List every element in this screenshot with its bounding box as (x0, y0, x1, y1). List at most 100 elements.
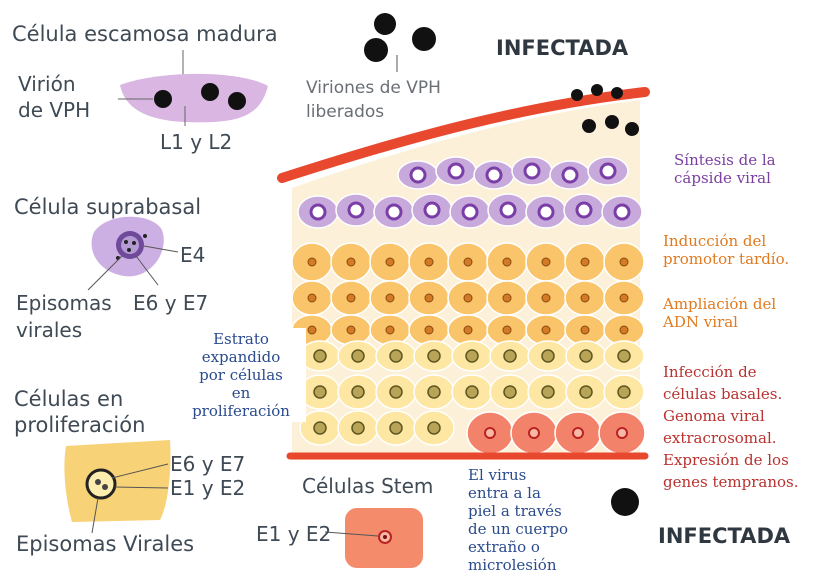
cell-nucleus (503, 258, 511, 266)
stage-line: extracrosomal. (663, 427, 798, 449)
cell-nucleus (387, 205, 401, 219)
cell-nucleus (352, 350, 364, 362)
cell-nucleus (501, 203, 515, 217)
cell-nucleus (581, 294, 589, 302)
cell-nucleus (581, 326, 589, 334)
cell-nucleus (347, 294, 355, 302)
stage-line: Infección de (663, 361, 798, 383)
callout-line: de un cuerpo (468, 520, 600, 538)
virion-label-line1: Virión (18, 72, 76, 96)
cell-nucleus (466, 386, 478, 398)
callout-line: El virus (468, 466, 600, 484)
virion-particle (374, 13, 396, 35)
proliferating-title-line1: Células en (14, 387, 123, 411)
cell-nucleus (504, 350, 516, 362)
expanded-stratum-callout: Estrato expandido por células en prolife… (176, 328, 306, 422)
stage-line: ADN viral (663, 313, 776, 331)
released-virions-line1: Viriones de VPH (306, 78, 441, 98)
stage-line: Genoma viral (663, 405, 798, 427)
callout-line: en (176, 384, 306, 402)
cell-nucleus (314, 386, 326, 398)
cell-nucleus (428, 350, 440, 362)
cell-nucleus (504, 386, 516, 398)
e6-e7-suprabasal-label: E6 y E7 (133, 291, 208, 315)
cell-nucleus (580, 386, 592, 398)
cell-nucleus (425, 326, 433, 334)
cell-nucleus (311, 205, 325, 219)
dna-amplification-label: Ampliación del ADN viral (663, 295, 776, 331)
cell-nucleus (618, 350, 630, 362)
callout-line: proliferación (176, 402, 306, 420)
virus-entry-callout: El virus entra a la piel a través de un … (464, 462, 604, 574)
cell-nucleus (349, 203, 363, 217)
suprabasal-title: Célula suprabasal (14, 195, 201, 219)
l1-l2-label: L1 y L2 (160, 130, 232, 154)
cell-nucleus (466, 350, 478, 362)
stage-line: Ampliación del (663, 295, 776, 313)
cell-nucleus (352, 422, 364, 434)
e4-label: E4 (180, 243, 205, 267)
epithelium-tissue (282, 92, 645, 460)
stem-cell-illustration (325, 508, 423, 568)
cell-nucleus (573, 428, 583, 438)
episomas-label-line2: virales (16, 318, 82, 342)
cell-nucleus (487, 168, 501, 182)
e6-e7-prolif-label: E6 y E7 (170, 452, 245, 476)
stage-line: células basales. (663, 383, 798, 405)
cell-nucleus (581, 258, 589, 266)
cell-nucleus (615, 205, 629, 219)
infected-bottom-label: INFECTADA (658, 524, 790, 548)
cell-nucleus (425, 203, 439, 217)
cell-nucleus (425, 294, 433, 302)
cell-nucleus (485, 428, 495, 438)
callout-line: expandido (176, 348, 306, 366)
cell-nucleus (386, 294, 394, 302)
cell-nucleus (308, 258, 316, 266)
cell-nucleus (618, 386, 630, 398)
cell-nucleus (464, 326, 472, 334)
cell-nucleus (620, 258, 628, 266)
mature-cell-illustration (118, 50, 268, 126)
cell-nucleus (428, 386, 440, 398)
infected-top-label: INFECTADA (496, 36, 628, 60)
cell-nucleus (542, 350, 554, 362)
cell-nucleus (601, 164, 615, 178)
mature-cell-title: Célula escamosa madura (12, 22, 278, 46)
callout-line: entra a la (468, 484, 600, 502)
cell-nucleus (425, 258, 433, 266)
cell-nucleus (577, 203, 591, 217)
cell-nucleus (617, 428, 627, 438)
cell-nucleus (314, 350, 326, 362)
cell-nucleus (308, 326, 316, 334)
cell-nucleus (386, 258, 394, 266)
basal-infection-label: Infección de células basales. Genoma vir… (663, 361, 798, 493)
cell-nucleus (347, 326, 355, 334)
cell-nucleus (525, 164, 539, 178)
cell-nucleus (503, 326, 511, 334)
cell-nucleus (390, 350, 402, 362)
cell-nucleus (411, 168, 425, 182)
cell-nucleus (347, 258, 355, 266)
proliferating-cell-illustration (64, 440, 170, 533)
cell-nucleus (463, 205, 477, 219)
cell-nucleus (464, 258, 472, 266)
stage-line: Inducción del (663, 232, 789, 250)
cell-nucleus (563, 168, 577, 182)
cell-nucleus (352, 386, 364, 398)
callout-line: por células (176, 366, 306, 384)
callout-line: microlesión (468, 556, 600, 574)
callout-line: piel a través (468, 502, 600, 520)
virion-particle (412, 27, 436, 51)
virion-particle (364, 38, 388, 62)
stage-line: Síntesis de la (674, 151, 776, 169)
suprabasal-cell-illustration (88, 217, 178, 290)
cell-nucleus (580, 350, 592, 362)
incoming-virus (611, 488, 639, 516)
episomas-label-line1: Episomas (16, 291, 112, 315)
cell-nucleus (390, 386, 402, 398)
cell-nucleus (529, 428, 539, 438)
released-virions-line2: liberados (306, 102, 384, 122)
stage-line: genes tempranos. (663, 471, 798, 493)
e1-e2-stem-label: E1 y E2 (256, 522, 331, 546)
cell-nucleus (308, 294, 316, 302)
